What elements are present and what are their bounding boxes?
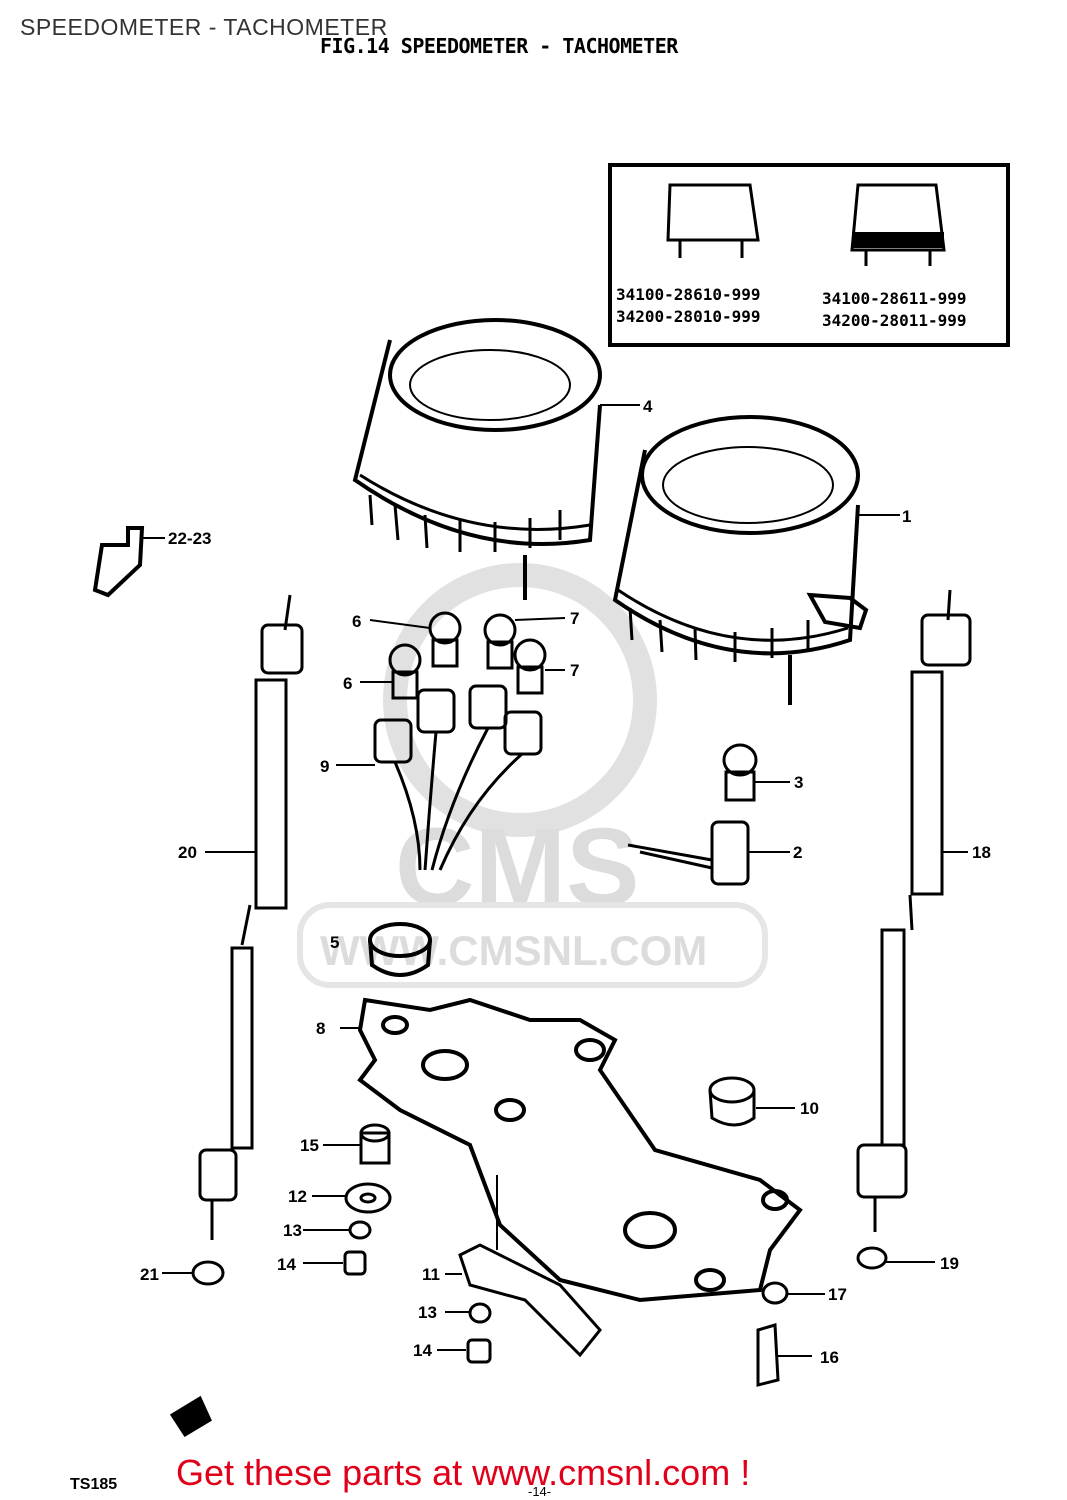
callout-8: 8 [316,1019,325,1038]
pilot-bulb-and-socket [627,743,790,886]
watermark: CMS WWW.CMSNL.COM [297,563,768,988]
tachometer-cable [198,594,304,1240]
callout-3: 3 [794,773,803,792]
callout-17: 17 [828,1285,847,1304]
variant-inset: 34100-28610-999 34200-28010-999 34100-28… [608,163,1010,347]
callout-14a: 14 [277,1255,296,1274]
callout-22-23: 22-23 [168,529,211,548]
watermark-url: WWW.CMSNL.COM [320,927,707,974]
page-number: -14- [528,1484,552,1499]
callout-9: 9 [320,757,329,776]
fastener-parts [162,1076,935,1438]
speedometer-gauge [612,415,900,705]
model-code: TS185 [70,1476,118,1493]
callout-labels: 1 2 3 4 5 6 6 7 7 8 9 10 11 12 13 13 14 … [140,397,991,1367]
speedometer-cable [856,589,972,1232]
page-caption: SPEEDOMETER - TACHOMETER [20,14,388,40]
callout-7b: 7 [570,661,579,680]
bulb-socket-harness [336,684,543,871]
cable-clip [92,526,165,598]
indicator-bulbs [360,611,566,700]
callout-11: 11 [422,1265,440,1284]
callout-4: 4 [643,397,653,416]
callout-5: 5 [330,933,339,952]
callout-6b: 6 [343,674,352,693]
callout-19: 19 [940,1254,959,1273]
tachometer-gauge [352,318,640,600]
callout-2: 2 [793,843,802,862]
callout-7a: 7 [570,609,579,628]
callout-21: 21 [140,1265,159,1284]
callout-20: 20 [178,843,197,862]
figure-title: FIG.14 SPEEDOMETER - TACHOMETER [320,34,678,58]
callout-10: 10 [800,1099,819,1118]
callout-13a: 13 [283,1221,302,1240]
callout-1: 1 [902,507,911,526]
callout-16: 16 [820,1348,839,1367]
callout-15: 15 [300,1136,319,1155]
callout-12: 12 [288,1187,307,1206]
mounting-bracket [340,922,803,1303]
part-number-right-2: 34200-28011-999 [822,311,967,330]
part-number-left-2: 34200-28010-999 [616,307,761,326]
watermark-brand: CMS [395,806,639,929]
callout-18: 18 [972,843,991,862]
footer-parts-link[interactable]: Get these parts at www.cmsnl.com ! [176,1452,751,1493]
part-number-left-1: 34100-28610-999 [616,285,761,304]
callout-14b: 14 [413,1341,432,1360]
callout-13b: 13 [418,1303,437,1322]
part-number-right-1: 34100-28611-999 [822,289,967,308]
callout-6a: 6 [352,612,361,631]
